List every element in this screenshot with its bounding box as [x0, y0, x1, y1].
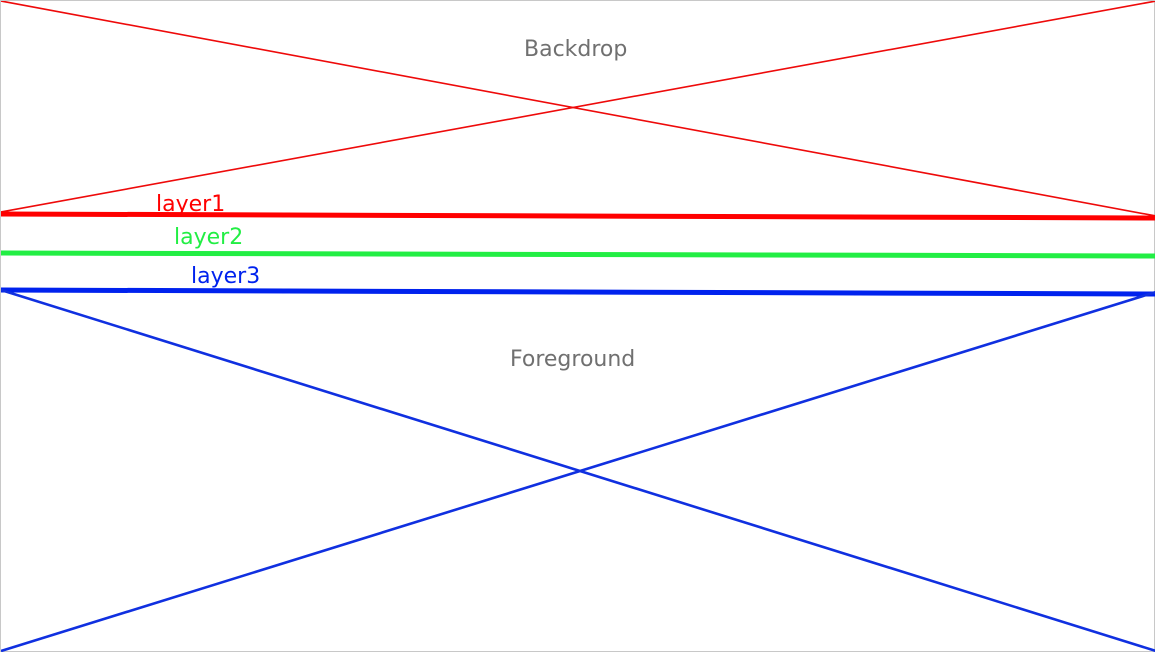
- layer2-label: layer2: [174, 225, 244, 250]
- layer3-line: [1, 287, 1155, 297]
- backdrop-cross-line-2: [1, 1, 1155, 213]
- backdrop-cross-line-1: [1, 1, 1155, 217]
- layer3-label: layer3: [191, 264, 261, 289]
- layer1-label: layer1: [156, 192, 226, 217]
- layer1-line: [1, 211, 1155, 221]
- backdrop-label: Backdrop: [524, 37, 628, 62]
- foreground-cross-line-2: [1, 290, 1155, 652]
- foreground-label: Foreground: [510, 347, 636, 372]
- layer2-line: [1, 250, 1155, 259]
